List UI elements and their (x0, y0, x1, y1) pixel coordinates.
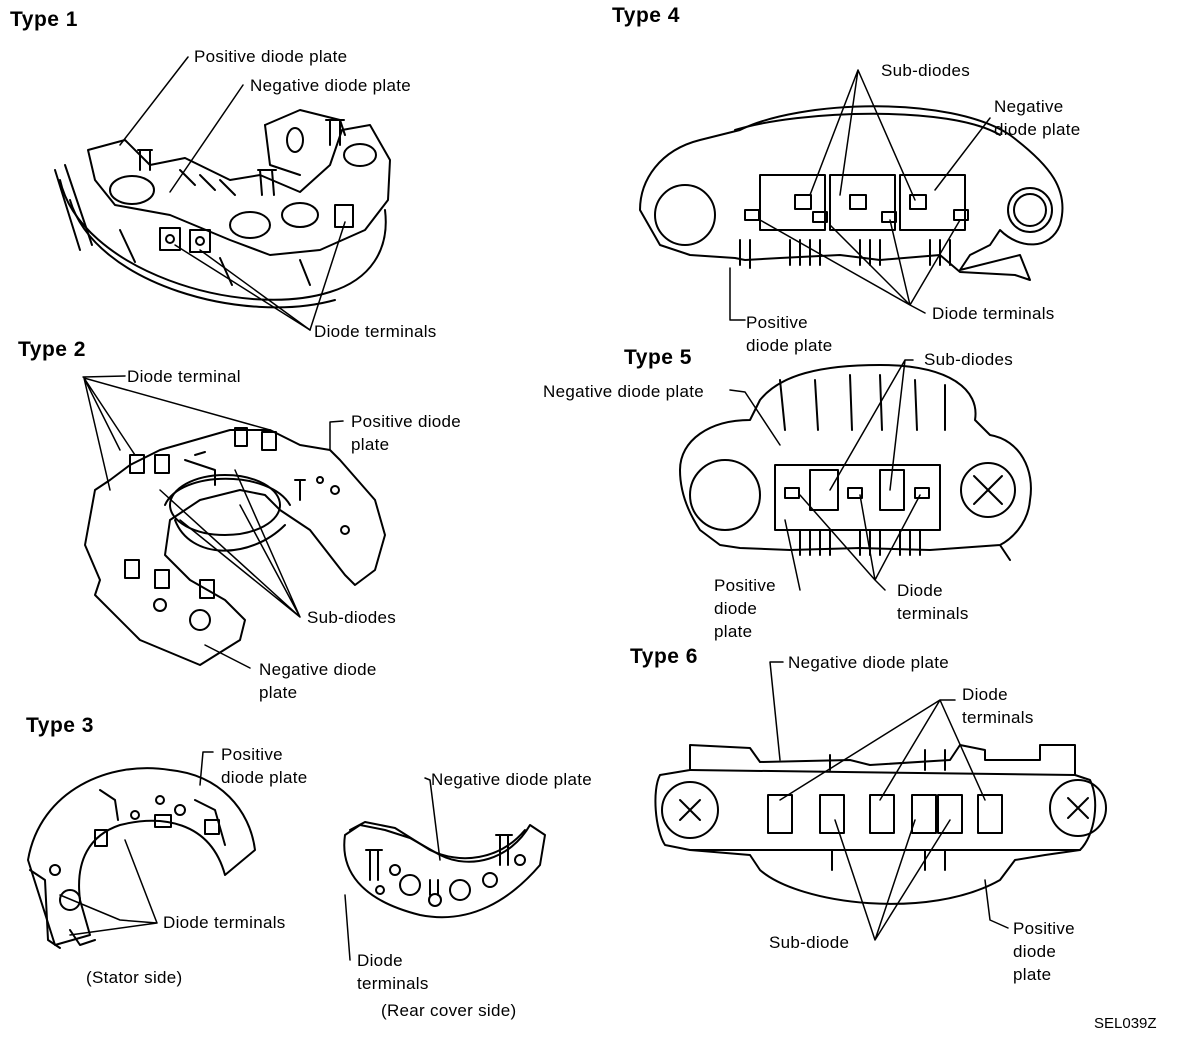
type3-title: Type 3 (26, 714, 94, 737)
type5-title: Type 5 (624, 346, 692, 369)
type2-sub-diodes-label: Sub-diodes (307, 608, 397, 627)
type4-title: Type 4 (612, 4, 680, 27)
type6-sub-diode-label: Sub-diode (769, 933, 850, 952)
type4-positive-diode-plate-label: Positive diode plate (746, 313, 833, 355)
type5-diode-terminals-label: Diode terminals (897, 581, 969, 623)
type4-diode-terminals-label: Diode terminals (932, 304, 1055, 323)
type3-rear-diode-terminals-label: Diode terminals (357, 951, 429, 993)
figure-code: SEL039Z (1094, 1015, 1157, 1032)
type2-positive-diode-plate-label: Positive diode plate (351, 412, 462, 454)
type6-diode-assembly (654, 661, 1107, 941)
type3-positive-diode-plate-label: Positive diode plate (221, 745, 308, 787)
type1-diode-assembly (54, 56, 391, 331)
type3-rear-cover-side (343, 777, 546, 961)
type6-positive-diode-plate-label: Positive diode plate (1013, 919, 1075, 984)
type6-negative-diode-plate-label: Negative diode plate (788, 653, 950, 672)
type5-positive-diode-plate-label: Positive diode plate (714, 576, 776, 641)
type2-diode-assembly (82, 375, 386, 669)
type3-stator-side (27, 751, 256, 949)
type4-diode-assembly (639, 69, 1064, 321)
type3-rear-cover-side-caption: (Rear cover side) (381, 1001, 517, 1020)
type1-title: Type 1 (10, 8, 78, 31)
type1-negative-diode-plate-label: Negative diode plate (250, 76, 412, 95)
type2-negative-diode-plate-label: Negative diode plate (259, 660, 377, 702)
type3-negative-diode-plate-label: Negative diode plate (431, 770, 593, 789)
type5-negative-diode-plate-label: Negative diode plate (543, 382, 705, 401)
type1-positive-diode-plate-label: Positive diode plate (194, 47, 348, 66)
type2-diode-terminal-label: Diode terminal (127, 367, 241, 386)
type5-diode-assembly (679, 359, 1032, 591)
type2-title: Type 2 (18, 338, 86, 361)
type1-diode-terminals-label: Diode terminals (314, 322, 437, 341)
type3-stator-side-caption: (Stator side) (86, 968, 183, 987)
type3-diode-terminals-label: Diode terminals (163, 913, 286, 932)
type6-title: Type 6 (630, 645, 698, 668)
type6-diode-terminals-label: Diode terminals (962, 685, 1034, 727)
type5-sub-diodes-label: Sub-diodes (924, 350, 1014, 369)
type4-sub-diodes-label: Sub-diodes (881, 61, 971, 80)
type4-negative-diode-plate-label: Negative diode plate (994, 97, 1081, 139)
